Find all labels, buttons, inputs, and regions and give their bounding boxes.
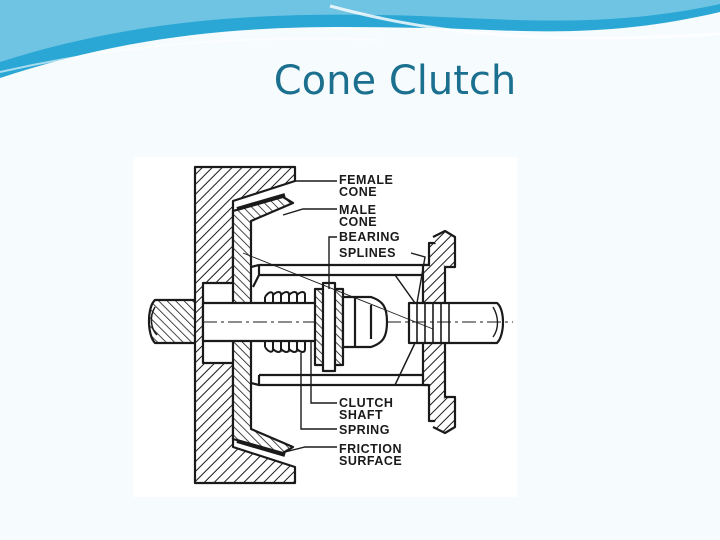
leader-friction-surface (280, 446, 337, 454)
slide-title: Cone Clutch (273, 58, 517, 104)
cone-clutch-diagram: FEMALE CONE MALE CONE BEARING SPLINES CL… (133, 157, 517, 497)
friction-lining (236, 193, 286, 457)
leader-male-cone (282, 208, 337, 216)
male-cone-hub-top (252, 263, 431, 288)
shaft-nut (341, 295, 389, 349)
label-splines: SPLINES (339, 246, 396, 260)
leader-clutch-shaft (310, 341, 337, 404)
leader-bearing (328, 236, 337, 289)
leader-splines (410, 252, 426, 304)
label-male-cone: MALE CONE (339, 203, 378, 229)
spring (264, 291, 306, 353)
header-wave-decoration (0, 0, 720, 78)
label-spring: SPRING (339, 423, 390, 437)
cone-clutch-drawing (147, 165, 513, 485)
male-cone-hub-bottom (257, 373, 431, 387)
label-bearing: BEARING (339, 230, 401, 244)
label-female-cone: FEMALE CONE (339, 173, 394, 199)
leader-spring (300, 353, 337, 430)
label-clutch-shaft: CLUTCH SHAFT (339, 396, 394, 422)
label-friction-surface: FRICTION SURFACE (339, 442, 403, 468)
splined-shaft (407, 301, 505, 345)
